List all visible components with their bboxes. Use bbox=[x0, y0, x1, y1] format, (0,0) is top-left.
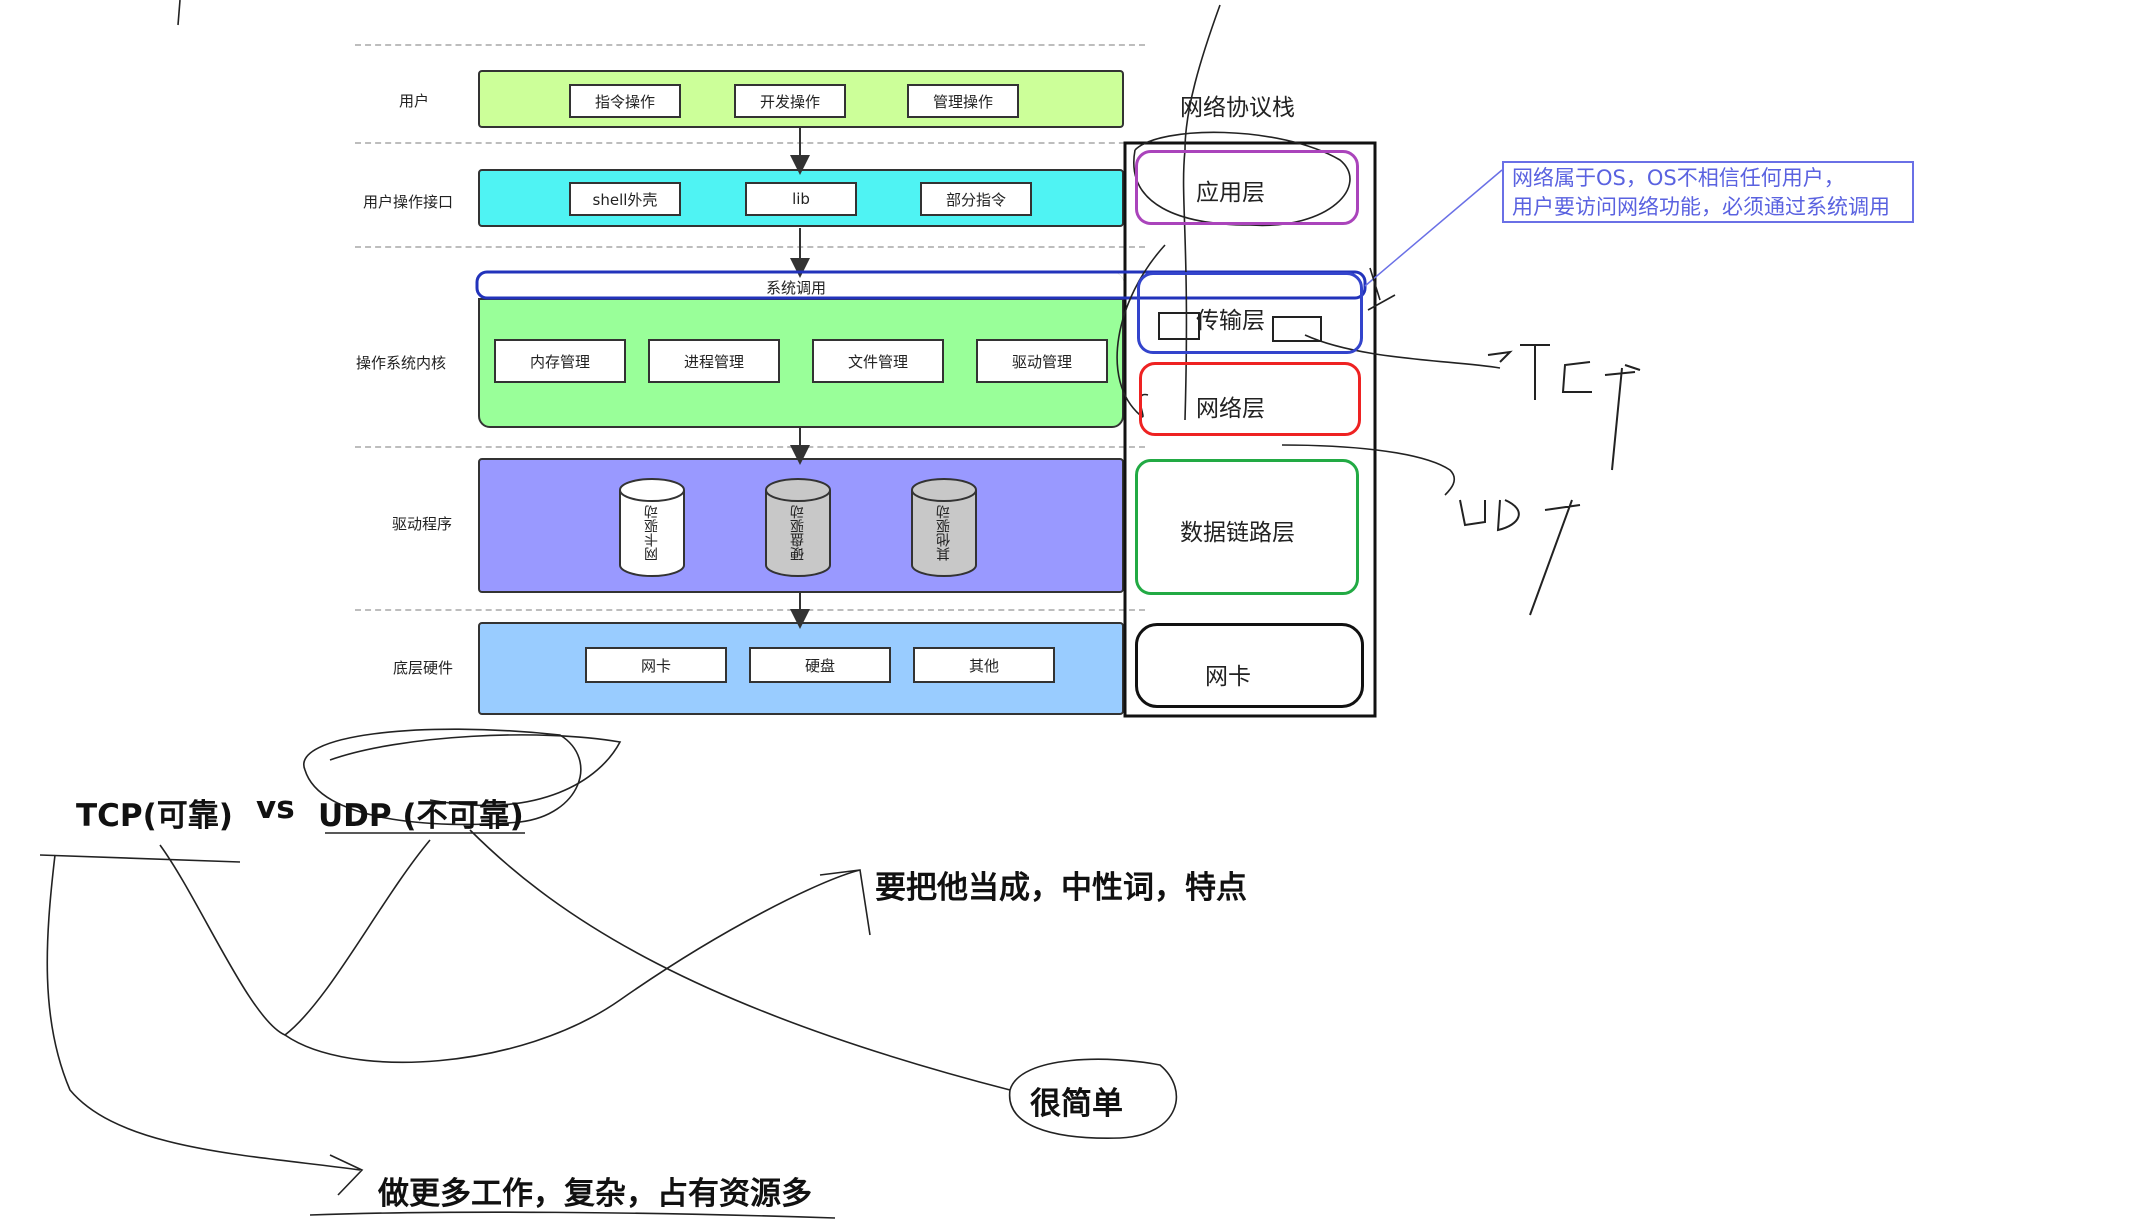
driver-cylinder bbox=[765, 478, 831, 577]
note-line: 网络属于OS，OS不相信任何用户， bbox=[1512, 166, 1845, 190]
note-box: 网络属于OS，OS不相信任何用户， 用户要访问网络功能，必须通过系统调用 bbox=[1502, 161, 1914, 223]
hand-underline bbox=[39, 832, 525, 863]
kernel-box: 文件管理 bbox=[812, 339, 944, 383]
transport-layer-box bbox=[1137, 272, 1363, 354]
protocol-stack-frame bbox=[1123, 141, 1377, 718]
hardware-box: 硬盘 bbox=[749, 647, 891, 683]
layer-label-kernel: 操作系统内核 bbox=[356, 354, 447, 372]
separator-line bbox=[355, 246, 1145, 248]
neutral-text: 要把他当成，中性词，特点 bbox=[875, 870, 1247, 906]
transport-port-box bbox=[1158, 312, 1200, 340]
user-op-box: 开发操作 bbox=[734, 84, 846, 118]
note-line: 用户要访问网络功能，必须通过系统调用 bbox=[1512, 195, 1890, 219]
app-layer-label: 应用层 bbox=[1196, 180, 1265, 206]
vs-text: vs bbox=[256, 790, 295, 826]
separator-line bbox=[355, 609, 1145, 611]
network-layer-label: 网络层 bbox=[1196, 396, 1265, 422]
hand-arrow bbox=[284, 869, 871, 1064]
interface-box: 部分指令 bbox=[920, 182, 1032, 216]
tcp-text: TCP(可靠) bbox=[76, 798, 233, 834]
hand-ellipse-udp bbox=[303, 728, 582, 826]
hand-underline bbox=[329, 734, 622, 807]
hand-scribble bbox=[1133, 131, 1351, 227]
driver-cylinder bbox=[619, 478, 685, 577]
hardware-box: 其他 bbox=[913, 647, 1055, 683]
note-connector bbox=[1364, 169, 1503, 287]
syscall-highlight bbox=[475, 270, 1367, 300]
layer-label-user-interface: 用户操作接口 bbox=[363, 193, 454, 211]
hand-scribble bbox=[1367, 267, 1396, 311]
user-op-box: 指令操作 bbox=[569, 84, 681, 118]
interface-box: lib bbox=[745, 182, 857, 216]
hand-scribble bbox=[177, 0, 181, 26]
layer-label-driver: 驱动程序 bbox=[392, 515, 453, 533]
hardware-box: 网卡 bbox=[585, 647, 727, 683]
user-op-box: 管理操作 bbox=[907, 84, 1019, 118]
hand-arrow bbox=[46, 854, 364, 1196]
kernel-box: 进程管理 bbox=[648, 339, 780, 383]
syscall-label: 系统调用 bbox=[766, 279, 827, 297]
layer-label-hardware: 底层硬件 bbox=[393, 659, 454, 677]
interface-box: shell外壳 bbox=[569, 182, 681, 216]
kernel-box: 驱动管理 bbox=[976, 339, 1108, 383]
hand-scribble bbox=[1281, 334, 1501, 496]
nic-layer-box bbox=[1135, 623, 1364, 708]
transport-port-box bbox=[1272, 316, 1322, 342]
hand-arrow bbox=[469, 829, 1011, 1091]
layer-label-user: 用户 bbox=[399, 92, 430, 110]
link-layer-label: 数据链路层 bbox=[1180, 520, 1295, 546]
driver-label: 其他驱动 bbox=[936, 505, 952, 561]
hand-ellipse-simple bbox=[1008, 1058, 1178, 1139]
network-layer-box bbox=[1139, 362, 1361, 436]
transport-layer-label: 传输层 bbox=[1196, 308, 1265, 334]
hand-tcp-scrawl bbox=[1487, 344, 1641, 471]
hand-scribble bbox=[1182, 4, 1221, 421]
separator-line bbox=[355, 446, 1145, 448]
driver-cylinder bbox=[911, 478, 977, 577]
kernel-box: 内存管理 bbox=[494, 339, 626, 383]
hand-arrow bbox=[159, 839, 431, 1036]
simple-text: 很简单 bbox=[1030, 1086, 1123, 1122]
app-layer-box bbox=[1135, 150, 1359, 225]
complex-text: 做更多工作，复杂，占有资源多 bbox=[378, 1176, 812, 1212]
driver-label: 硬盘驱动 bbox=[790, 505, 806, 561]
udp-text: UDP (不可靠) bbox=[318, 798, 524, 834]
separator-line bbox=[355, 142, 1145, 144]
nic-layer-label: 网卡 bbox=[1205, 664, 1251, 690]
separator-line bbox=[355, 44, 1145, 46]
hand-udp-scrawl bbox=[1459, 499, 1581, 616]
protocol-stack-title: 网络协议栈 bbox=[1180, 95, 1295, 121]
hand-underline bbox=[309, 1211, 836, 1219]
link-layer-box bbox=[1135, 459, 1359, 595]
driver-label: 网卡驱动 bbox=[644, 505, 660, 561]
